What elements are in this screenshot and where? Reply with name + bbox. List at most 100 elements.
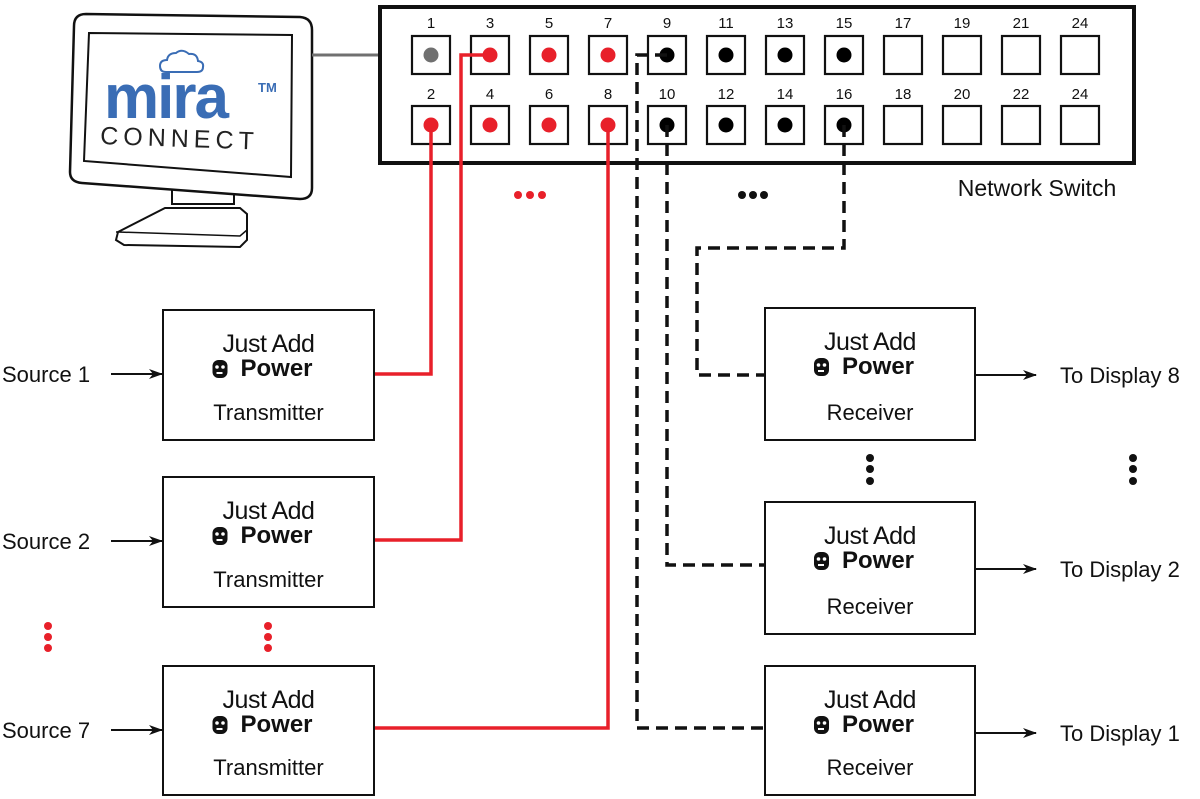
port-socket [1000, 104, 1042, 146]
power-plug-icon [212, 716, 228, 734]
port-link-indicator-transmitter [541, 47, 557, 63]
more-transmitter-ports-ellipsis [514, 191, 546, 199]
brand-line2: Power [240, 711, 312, 738]
brand-line2: Power [240, 522, 312, 549]
port-number-label: 13 [777, 15, 794, 32]
port-link-indicator-transmitter [600, 47, 616, 63]
cable-port3-tx2 [374, 53, 489, 542]
switch-port-13[interactable]: 13 [764, 15, 806, 76]
cloud-icon [158, 49, 205, 73]
source-label: Source 2 [2, 529, 90, 554]
port-number-label: 7 [604, 15, 612, 32]
port-number-label: 16 [836, 86, 853, 103]
switch-port-11[interactable]: 11 [705, 15, 747, 76]
switch-port-5[interactable]: 5 [528, 15, 570, 76]
port-socket [587, 34, 629, 76]
brand-line1: Just Add [824, 522, 916, 550]
display-label: To Display 8 [1060, 363, 1180, 388]
port-link-indicator-receiver [718, 47, 734, 63]
port-link-indicator-receiver [836, 47, 852, 63]
switch-port-24[interactable]: 24 [1059, 15, 1101, 76]
port-number-label: 3 [486, 15, 494, 32]
switch-port-14[interactable]: 14 [764, 86, 806, 146]
brand-line1: Just Add [824, 328, 916, 356]
transmitter-box [162, 665, 375, 796]
receiver-role-label: Receiver [827, 400, 914, 425]
port-socket [941, 104, 983, 146]
power-plug-icon [814, 716, 829, 734]
power-plug-icon [212, 360, 228, 378]
port-number-label: 24 [1072, 15, 1089, 32]
switch-port-1[interactable]: 1 [410, 15, 452, 76]
transmitter-cables [374, 53, 610, 730]
more-receivers-ellipsis [866, 454, 874, 485]
more-transmitters-ellipsis [264, 622, 272, 652]
switch-port-6[interactable]: 6 [528, 86, 570, 146]
port-link-indicator-receiver [777, 47, 793, 63]
brand-line1: Just Add [824, 686, 916, 714]
switch-port-4[interactable]: 4 [469, 86, 511, 146]
switch-port-17[interactable]: 17 [882, 15, 924, 76]
port-number-label: 2 [427, 86, 435, 103]
port-link-indicator-control [423, 47, 439, 63]
power-plug-icon [814, 552, 829, 570]
mira-logo: mira [104, 63, 229, 132]
switch-port-19[interactable]: 19 [941, 15, 983, 76]
port-number-label: 15 [836, 15, 853, 32]
switch-port-18[interactable]: 18 [882, 86, 924, 146]
receiver-cables [635, 53, 846, 730]
port-link-indicator-transmitter [482, 47, 498, 63]
port-socket [882, 104, 924, 146]
switch-port-24[interactable]: 24 [1059, 86, 1101, 146]
receiver-box [764, 665, 976, 796]
port-number-label: 11 [718, 15, 734, 32]
port-number-label: 19 [954, 15, 971, 32]
connect-wordmark: CONNECT [100, 122, 259, 156]
port-number-label: 4 [486, 86, 494, 103]
switch-port-15[interactable]: 15 [823, 15, 865, 76]
switch-port-21[interactable]: 21 [1000, 15, 1042, 76]
brand-line1: Just Add [223, 497, 315, 525]
switch-port-10[interactable]: 10 [646, 86, 688, 146]
receiver-box [764, 501, 976, 635]
port-link-indicator-transmitter [482, 117, 498, 133]
cable-port2-tx1 [374, 125, 433, 376]
port-number-label: 12 [718, 86, 735, 103]
port-number-label: 6 [545, 86, 553, 103]
receiver-role-label: Receiver [827, 594, 914, 619]
port-number-label: 22 [1013, 86, 1030, 103]
switch-port-22[interactable]: 22 [1000, 86, 1042, 146]
cable-port8-tx7 [374, 125, 610, 730]
transmitter-role-label: Transmitter [213, 567, 323, 592]
port-number-label: 5 [545, 15, 553, 32]
port-number-label: 10 [659, 86, 676, 103]
cable-port16-rx8 [695, 125, 846, 377]
switch-port-20[interactable]: 20 [941, 86, 983, 146]
more-sources-ellipsis [44, 622, 52, 652]
port-number-label: 20 [954, 86, 971, 103]
switch-label: Network Switch [958, 175, 1116, 201]
brand-line2: Power [842, 353, 914, 380]
brand-line1: Just Add [223, 330, 315, 358]
more-receiver-ports-ellipsis [738, 191, 768, 199]
power-plug-icon [814, 358, 829, 376]
port-number-label: 21 [1013, 15, 1030, 32]
source-label: Source 1 [2, 362, 90, 387]
source-label: Source 7 [2, 718, 90, 743]
transmitter-role-label: Transmitter [213, 755, 323, 780]
transmitter-box [162, 309, 375, 441]
port-link-indicator-receiver [777, 117, 793, 133]
switch-port-12[interactable]: 12 [705, 86, 747, 146]
port-socket [1000, 34, 1042, 76]
monitor-screen [82, 31, 294, 179]
transmitter-role-label: Transmitter [213, 400, 323, 425]
switch-port-7[interactable]: 7 [587, 15, 629, 76]
port-socket [941, 34, 983, 76]
